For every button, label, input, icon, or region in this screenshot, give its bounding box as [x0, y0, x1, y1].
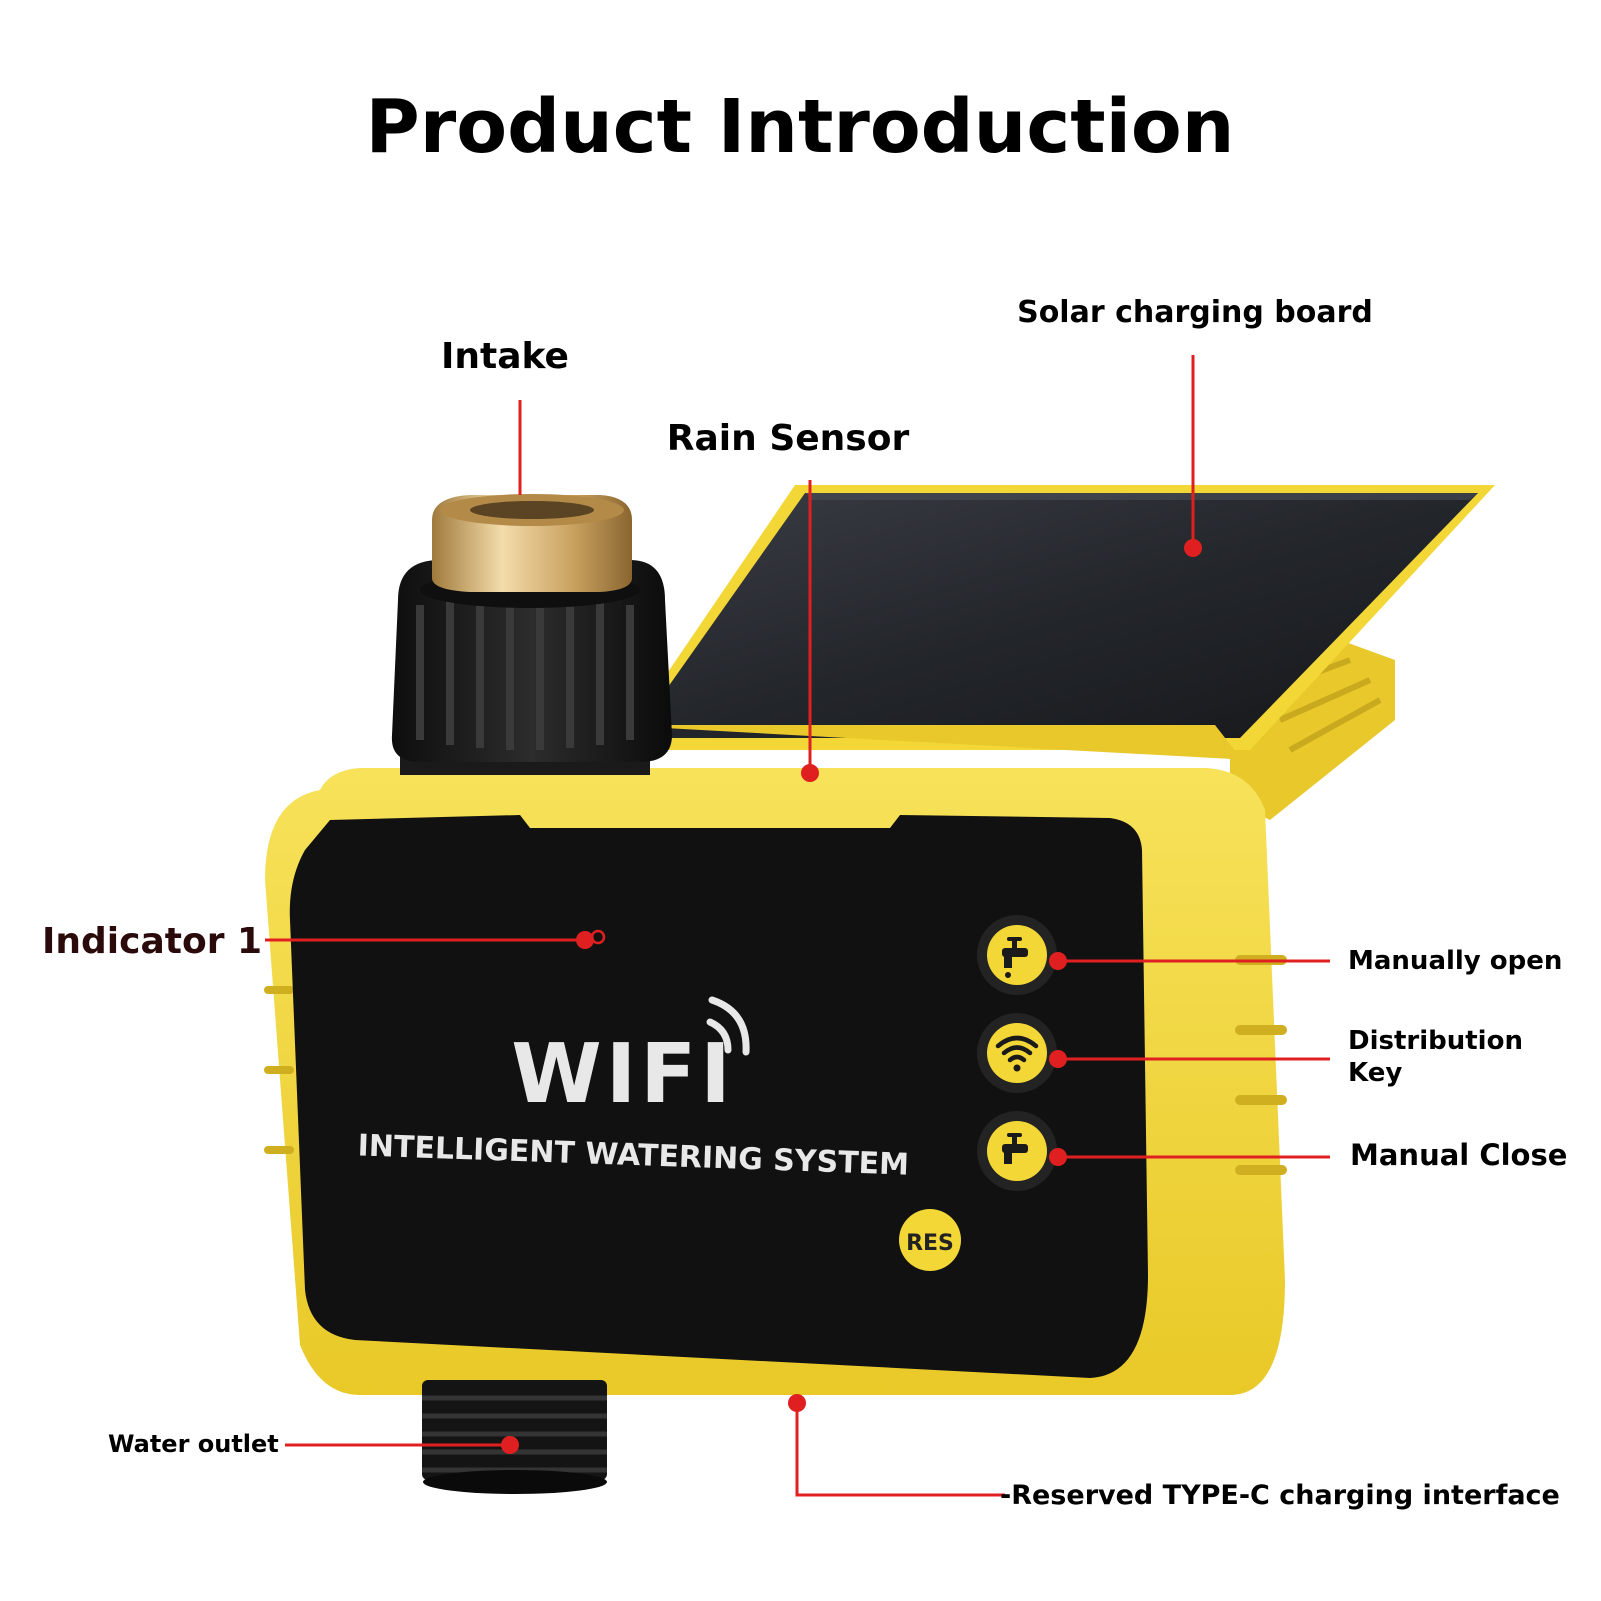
manually-open-button[interactable]	[977, 915, 1057, 995]
wifi-icon	[995, 1035, 1039, 1063]
manually-open-label: Manually open	[1348, 946, 1562, 976]
water-outlet-label: Water outlet	[108, 1430, 279, 1458]
manual-close-button[interactable]	[977, 1111, 1057, 1191]
manual-close-label: Manual Close	[1350, 1138, 1567, 1172]
distribution-key-label-line1: Distribution	[1348, 1026, 1523, 1056]
intake-label: Intake	[441, 336, 569, 377]
water-outlet-fitting	[422, 1380, 607, 1494]
wifi-signal-icon	[706, 996, 750, 1056]
rain-sensor-label: Rain Sensor	[667, 418, 910, 459]
callout-dots	[501, 539, 1202, 1454]
intake-fitting	[391, 494, 672, 775]
faucet-open-icon	[1002, 937, 1028, 978]
solar-board-label: Solar charging board	[1017, 295, 1373, 330]
wifi-logo-text: WIFI	[511, 1027, 734, 1122]
type-c-label: -Reserved TYPE-C charging interface	[1000, 1480, 1560, 1511]
reset-button[interactable]: RES	[899, 1209, 961, 1271]
distribution-key-label-line2: Key	[1348, 1058, 1402, 1088]
faucet-close-icon	[1002, 1133, 1028, 1164]
indicator-label: Indicator 1	[42, 921, 262, 962]
page-title: Product Introduction	[366, 84, 1235, 170]
distribution-key-button[interactable]	[977, 1013, 1057, 1093]
reset-button-label: RES	[906, 1231, 954, 1256]
solar-charging-board	[615, 485, 1495, 750]
callout-lines	[265, 355, 1330, 1497]
